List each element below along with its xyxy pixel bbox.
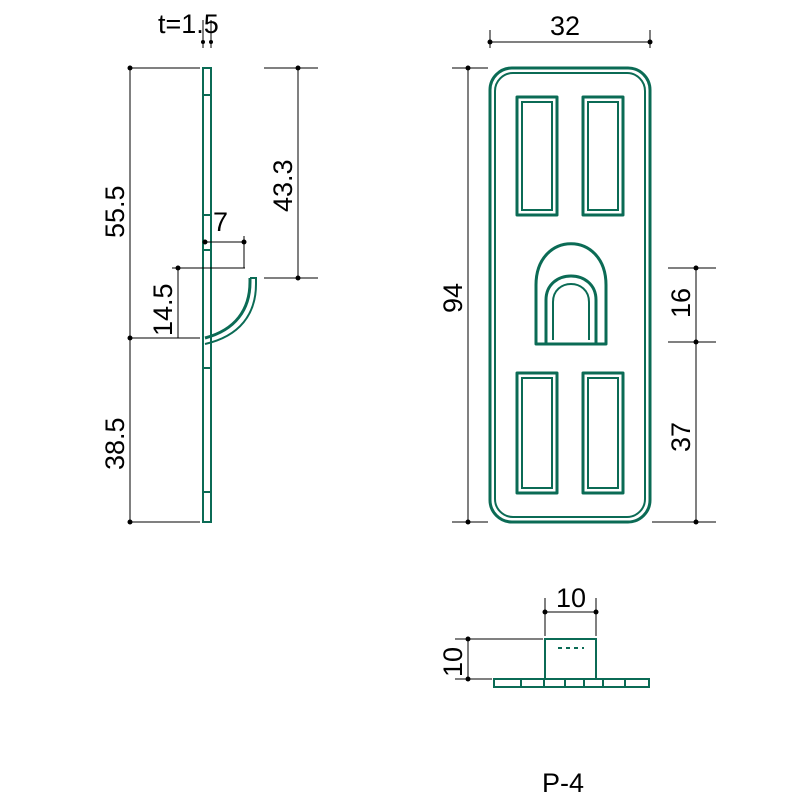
front-plate <box>488 66 652 524</box>
part-label: P-4 <box>542 768 584 798</box>
side-hook <box>204 278 252 340</box>
front-view: 32 94 16 37 <box>438 11 716 525</box>
slot-upper-left <box>515 95 559 217</box>
bottom-hook-block <box>544 638 597 680</box>
slot-upper-right <box>581 95 625 217</box>
slot-lower-right <box>581 371 625 495</box>
slot-lower-left <box>515 371 559 495</box>
dim-hook-to-top-label: 43.3 <box>268 159 298 212</box>
thickness-label: t=1.5 <box>158 9 219 39</box>
bottom-view: 10 10 <box>438 583 650 688</box>
side-view: t=1.5 55.5 14.5 38.5 43.3 7 <box>100 9 318 525</box>
dim-height-label: 94 <box>438 283 468 313</box>
front-hook <box>534 242 608 346</box>
dim-hook-depth-label: 7 <box>213 207 228 237</box>
dim-front-hook-to-bottom-label: 37 <box>666 422 696 452</box>
dim-top-label: 55.5 <box>100 185 130 238</box>
dim-bottom-width-label: 10 <box>556 583 586 613</box>
side-plate <box>202 67 212 523</box>
dim-bottom-height-label: 10 <box>438 647 468 677</box>
dim-width-label: 32 <box>550 11 580 41</box>
dim-bottom-label: 38.5 <box>100 417 130 470</box>
dim-front-hook-height-label: 16 <box>666 288 696 318</box>
dim-hook-height-label: 14.5 <box>148 283 178 336</box>
